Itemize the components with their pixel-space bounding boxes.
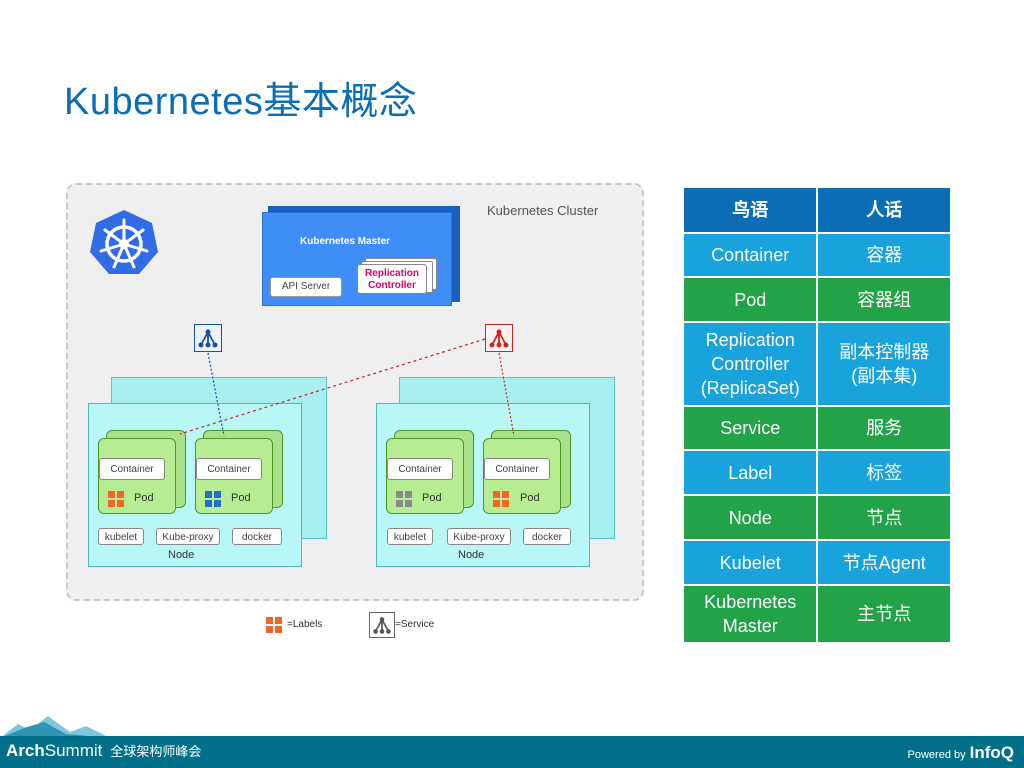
meaning-cell: 容器	[816, 232, 952, 278]
term-cell: Service	[681, 405, 819, 451]
meaning-line: 副本控制器	[839, 342, 930, 362]
kubelet-box: kubelet	[98, 528, 144, 545]
meaning-line: (副本集)	[851, 366, 918, 386]
meaning-cell: 节点Agent	[816, 539, 952, 586]
term-cell: Kubelet	[681, 539, 819, 586]
meaning-cell: 主节点	[816, 584, 952, 644]
container-box: Container	[387, 458, 453, 480]
docker-box: docker	[523, 528, 571, 545]
meaning-cell: 容器组	[816, 276, 952, 323]
table-row: Kubernetes Master 主节点	[681, 584, 952, 644]
header-term: 鸟语	[681, 186, 819, 234]
node-label: Node	[168, 549, 195, 561]
labels-icon	[493, 491, 509, 507]
replication-controller-box: Replication Controller	[357, 264, 427, 294]
term-cell: Container	[681, 232, 819, 278]
term-cell: Label	[681, 449, 819, 496]
table-row: Node 节点	[681, 494, 952, 541]
kubernetes-logo-icon	[90, 210, 158, 274]
table-row: Kubelet 节点Agent	[681, 539, 952, 586]
labels-icon	[205, 491, 221, 507]
container-box: Container	[99, 458, 165, 480]
table-row: Container 容器	[681, 232, 952, 278]
service-icon	[485, 324, 513, 352]
kubelet-box: kubelet	[387, 528, 433, 545]
cluster-label: Kubernetes Cluster	[487, 203, 599, 218]
term-cell: Pod	[681, 276, 819, 323]
infoq-logo: InfoQ	[969, 743, 1014, 762]
rc-line-2: Controller	[368, 280, 416, 291]
table-row: Replication Controller (ReplicaSet) 副本控制…	[681, 321, 952, 407]
term-cell: Replication Controller (ReplicaSet)	[681, 321, 819, 407]
slide-title: Kubernetes基本概念	[64, 81, 418, 123]
mountain-logo-icon	[0, 716, 110, 738]
labels-icon	[396, 491, 412, 507]
term-line: Master	[722, 616, 778, 636]
node-label: Node	[458, 549, 485, 561]
rc-line-1: Replication	[365, 268, 419, 279]
table-row: Pod 容器组	[681, 276, 952, 323]
pod-label: Pod	[231, 492, 251, 504]
header-meaning: 人话	[816, 186, 952, 234]
term-line: Kubernetes	[704, 592, 797, 612]
brand-bold: Arch	[6, 741, 45, 760]
table-row: Service 服务	[681, 405, 952, 451]
term-line: (ReplicaSet)	[700, 378, 800, 398]
api-server-box: API Server	[270, 277, 342, 297]
meaning-cell: 副本控制器 (副本集)	[816, 321, 952, 407]
term-line: Controller	[711, 354, 790, 374]
powered-by-text: Powered by	[907, 749, 966, 761]
pod-label: Pod	[422, 492, 442, 504]
brand-cn: 全球架构师峰会	[110, 744, 202, 759]
footer-bar	[0, 736, 1024, 768]
term-cell: Node	[681, 494, 819, 541]
table-row: Label 标签	[681, 449, 952, 496]
footer-brand: ArchSummit 全球架构师峰会	[6, 741, 201, 761]
container-box: Container	[484, 458, 550, 480]
pod-label: Pod	[134, 492, 154, 504]
pod-label: Pod	[520, 492, 540, 504]
service-icon	[369, 612, 395, 638]
term-line: Replication	[705, 330, 795, 350]
table-header-row: 鸟语 人话	[681, 186, 952, 234]
legend-service: =Service	[395, 619, 435, 630]
legend-labels: =Labels	[287, 619, 323, 630]
service-icon	[194, 324, 222, 352]
meaning-cell: 服务	[816, 405, 952, 451]
term-cell: Kubernetes Master	[681, 584, 819, 644]
glossary-table: 鸟语 人话 Container 容器 Pod 容器组 Replication C…	[681, 186, 952, 644]
meaning-cell: 节点	[816, 494, 952, 541]
master-title: Kubernetes Master	[300, 236, 391, 247]
kube-proxy-box: Kube-proxy	[447, 528, 511, 545]
kube-proxy-box: Kube-proxy	[156, 528, 220, 545]
brand-thin: Summit	[44, 741, 103, 760]
meaning-cell: 标签	[816, 449, 952, 496]
labels-icon	[108, 491, 124, 507]
labels-icon	[266, 617, 282, 633]
docker-box: docker	[232, 528, 282, 545]
container-box: Container	[196, 458, 262, 480]
